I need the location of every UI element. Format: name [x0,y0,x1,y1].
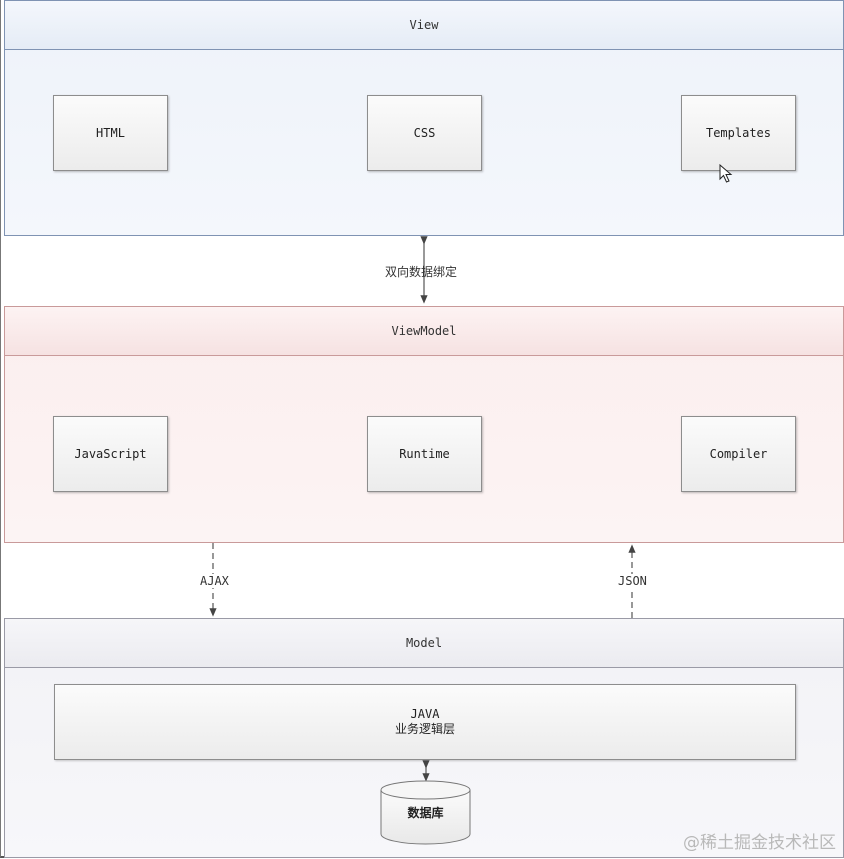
database-cylinder-icon [380,780,471,845]
ajax-label: AJAX [198,574,231,588]
html-box: HTML [53,95,168,171]
viewmodel-layer-title: ViewModel [5,307,843,356]
javascript-box: JavaScript [53,416,168,492]
binding-label: 双向数据绑定 [385,265,458,279]
mouse-cursor-icon [719,164,733,183]
view-layer-title: View [5,1,843,50]
json-label: JSON [616,574,649,588]
runtime-box: Runtime [367,416,482,492]
watermark: @稀土掘金技术社区 [683,833,836,853]
database-label: 数据库 [407,806,444,820]
business-logic-line1: JAVA [410,707,440,721]
css-box: CSS [367,95,482,171]
templates-box: Templates [681,95,796,171]
model-layer-title: Model [5,619,843,668]
compiler-box: Compiler [681,416,796,492]
business-logic-line2: 业务逻辑层 [394,722,455,736]
business-logic-box: JAVA 业务逻辑层 [54,684,796,760]
